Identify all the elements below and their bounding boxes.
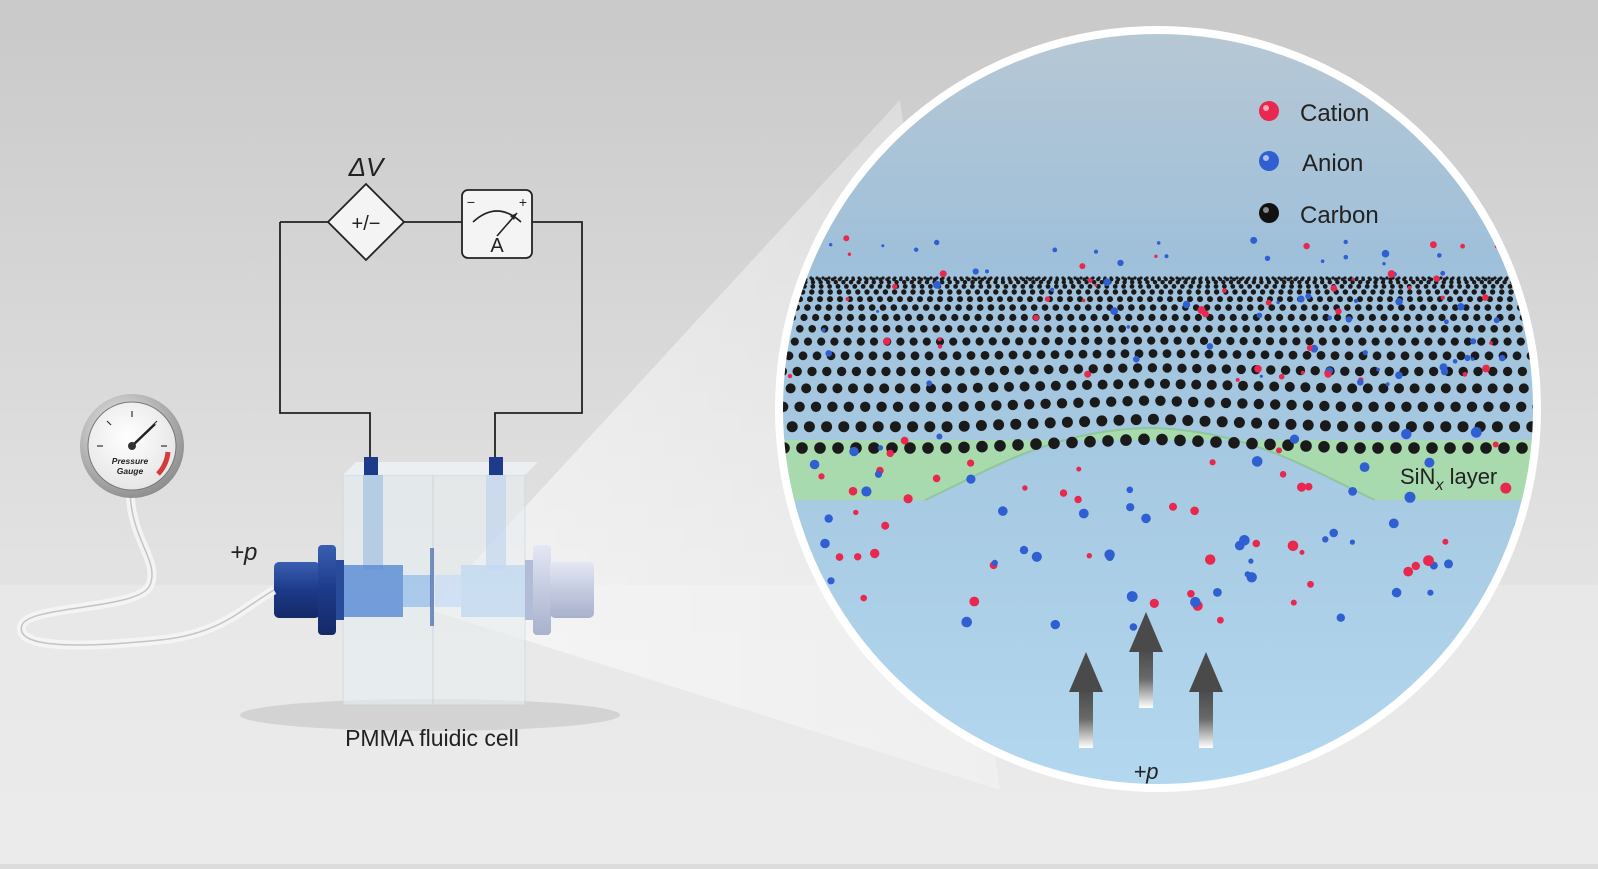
gauge-label-line1: Pressure <box>112 456 149 466</box>
legend-label-anion: Anion <box>1302 150 1363 177</box>
port-collar-right <box>525 560 533 620</box>
ions <box>787 235 1531 631</box>
layer-label-main: SiN <box>1400 464 1435 489</box>
circuit <box>279 221 583 460</box>
neck-left <box>403 575 431 607</box>
cation-icon <box>1259 101 1279 121</box>
pressure-gauge-icon: Pressure Gauge <box>80 394 184 498</box>
layer-label-sub: x <box>1434 477 1444 494</box>
ammeter-minus: − <box>467 194 475 210</box>
gauge-label-line2: Gauge <box>117 466 144 476</box>
legend-item-anion: Anion <box>1259 150 1363 177</box>
flow-arrow-left <box>1069 652 1103 748</box>
ammeter-label: A <box>490 235 504 257</box>
cell-label: PMMA fluidic cell <box>345 725 519 751</box>
source-label: +/− <box>352 213 381 235</box>
flow-arrows <box>1069 612 1223 748</box>
channel-right <box>486 475 506 570</box>
ammeter-icon: − + A <box>461 189 533 259</box>
membrane <box>430 548 434 626</box>
legend-item-carbon: Carbon <box>1259 202 1379 229</box>
chamber-right <box>461 565 525 617</box>
zoom-inset <box>779 30 1537 788</box>
pressure-label-inset: +p <box>1133 759 1158 784</box>
voltage-symbol: ΔV <box>348 152 386 182</box>
flow-arrow-center <box>1129 612 1163 708</box>
voltage-source-icon: +/− <box>326 182 406 262</box>
port-flange-right <box>533 545 551 635</box>
ammeter-plus: + <box>519 194 527 210</box>
port-collar-left <box>336 560 344 620</box>
legend-item-cation: Cation <box>1259 100 1369 127</box>
carbon-icon <box>1259 203 1279 223</box>
anion-icon <box>1259 151 1279 171</box>
wire-left <box>279 222 371 460</box>
electrode-right <box>489 457 503 475</box>
flow-arrow-right <box>1189 652 1223 748</box>
channel-left <box>363 475 383 570</box>
cell-shadow <box>240 699 620 731</box>
layer-label-suffix: layer <box>1443 464 1497 489</box>
neck-right <box>435 575 461 607</box>
electrode-left <box>364 457 378 475</box>
port-right <box>550 562 594 618</box>
pmma-cell <box>240 457 620 731</box>
chamber-left <box>343 565 403 617</box>
layer-label: SiNx layer <box>1400 464 1497 494</box>
legend-label-carbon: Carbon <box>1300 202 1379 229</box>
wire-right <box>494 221 583 460</box>
port-left <box>274 562 320 618</box>
pressure-label-left: +p <box>230 539 257 566</box>
inset-border <box>775 26 1541 792</box>
legend-label-cation: Cation <box>1300 100 1369 127</box>
port-flange-left <box>318 545 336 635</box>
legend: Cation Anion Carbon <box>1259 100 1379 229</box>
